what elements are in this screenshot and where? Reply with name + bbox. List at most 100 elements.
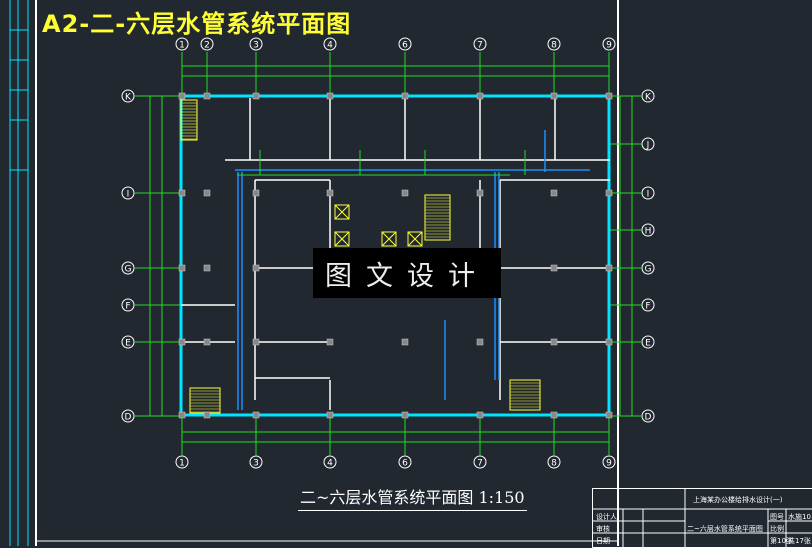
axis-label: K bbox=[645, 93, 652, 103]
stair bbox=[189, 387, 221, 414]
title-block: 上海某办公楼给排水设计(一) 二~六层水管系统平面图 设计人 审核 日期 图号 … bbox=[592, 488, 812, 548]
axis-label: 3 bbox=[253, 459, 259, 469]
column bbox=[605, 92, 613, 100]
column bbox=[178, 264, 186, 272]
column bbox=[550, 411, 558, 419]
axis-label: 8 bbox=[551, 41, 557, 51]
column bbox=[605, 411, 613, 419]
column bbox=[476, 189, 484, 197]
axis-label: K bbox=[125, 93, 132, 103]
axis-label: 6 bbox=[402, 41, 408, 51]
column bbox=[326, 338, 334, 346]
margin-strip bbox=[9, 0, 29, 546]
axis-label: F bbox=[645, 302, 650, 312]
axis-label: 6 bbox=[402, 459, 408, 469]
axis-bubble: 4 bbox=[323, 455, 337, 469]
axis-bubble: K bbox=[121, 89, 135, 103]
column bbox=[252, 264, 260, 272]
column bbox=[550, 264, 558, 272]
column bbox=[178, 92, 186, 100]
column bbox=[252, 411, 260, 419]
column bbox=[401, 338, 409, 346]
axis-bubble: 7 bbox=[473, 37, 487, 51]
axis-label: 4 bbox=[327, 41, 333, 51]
axis-bubble: K bbox=[641, 89, 655, 103]
axis-bubble: 8 bbox=[547, 37, 561, 51]
column bbox=[605, 189, 613, 197]
sheet-no: 水施10 bbox=[788, 513, 811, 521]
axis-bubble: 4 bbox=[323, 37, 337, 51]
column bbox=[252, 92, 260, 100]
axis-label: I bbox=[127, 190, 130, 200]
axis-label: 1 bbox=[179, 41, 185, 51]
building-outline bbox=[179, 94, 611, 417]
column bbox=[476, 92, 484, 100]
column bbox=[326, 189, 334, 197]
column bbox=[401, 189, 409, 197]
column bbox=[550, 338, 558, 346]
label-reviewer: 审核 bbox=[596, 525, 610, 533]
axis-bubble: 2 bbox=[200, 37, 214, 51]
axis-bubble: 3 bbox=[249, 37, 263, 51]
axis-label: 7 bbox=[477, 41, 483, 51]
elevator-shaft bbox=[407, 231, 423, 247]
column bbox=[605, 264, 613, 272]
axis-label: D bbox=[645, 413, 652, 423]
column bbox=[401, 411, 409, 419]
label-date: 日期 bbox=[596, 537, 610, 545]
column bbox=[252, 338, 260, 346]
axis-bubble: 9 bbox=[602, 455, 616, 469]
axis-label: E bbox=[645, 339, 651, 349]
axis-bubble: 7 bbox=[473, 455, 487, 469]
column bbox=[326, 92, 334, 100]
axis-label: 9 bbox=[606, 41, 612, 51]
axis-label: 7 bbox=[477, 459, 483, 469]
column bbox=[203, 189, 211, 197]
elevator-shaft bbox=[381, 231, 397, 247]
column bbox=[203, 338, 211, 346]
watermark: 图文设计 bbox=[313, 248, 501, 298]
axis-label: 3 bbox=[253, 41, 259, 51]
page-total: 共17张 bbox=[788, 537, 811, 545]
column bbox=[178, 411, 186, 419]
axis-bubble: F bbox=[641, 298, 655, 312]
stair bbox=[509, 379, 541, 411]
axis-label: 8 bbox=[551, 459, 557, 469]
column bbox=[401, 92, 409, 100]
column bbox=[203, 264, 211, 272]
axis-bubble: E bbox=[641, 335, 655, 349]
column bbox=[550, 92, 558, 100]
axis-bubble: 1 bbox=[175, 455, 189, 469]
column bbox=[178, 189, 186, 197]
column bbox=[252, 189, 260, 197]
column bbox=[203, 411, 211, 419]
axis-bubble: I bbox=[641, 186, 655, 200]
label-sheet-no: 图号 bbox=[770, 513, 784, 521]
axis-bubble: 6 bbox=[398, 37, 412, 51]
axis-bubble: E bbox=[121, 335, 135, 349]
column bbox=[605, 338, 613, 346]
axis-bubble: 1 bbox=[175, 37, 189, 51]
axis-bubble: F bbox=[121, 298, 135, 312]
axis-label: H bbox=[645, 227, 652, 237]
axis-bubble: D bbox=[121, 409, 135, 423]
axis-bubble: 6 bbox=[398, 455, 412, 469]
elevator-shaft bbox=[334, 204, 350, 220]
stair bbox=[424, 194, 451, 241]
axis-label: J bbox=[646, 141, 650, 151]
column bbox=[476, 411, 484, 419]
label-designer: 设计人 bbox=[596, 513, 617, 521]
drawing-caption: 二~六层水管系统平面图 1:150 bbox=[298, 484, 527, 511]
column bbox=[476, 338, 484, 346]
axis-label: D bbox=[125, 413, 132, 423]
project-name: 上海某办公楼给排水设计(一) bbox=[693, 496, 783, 504]
axis-bubble: J bbox=[641, 137, 655, 151]
axis-bubble: G bbox=[641, 261, 655, 275]
sheet-name: 二~六层水管系统平面图 bbox=[687, 525, 763, 533]
column bbox=[550, 189, 558, 197]
axis-label: I bbox=[647, 190, 650, 200]
axis-label: 1 bbox=[179, 459, 185, 469]
label-page: 第10张 bbox=[770, 537, 793, 545]
